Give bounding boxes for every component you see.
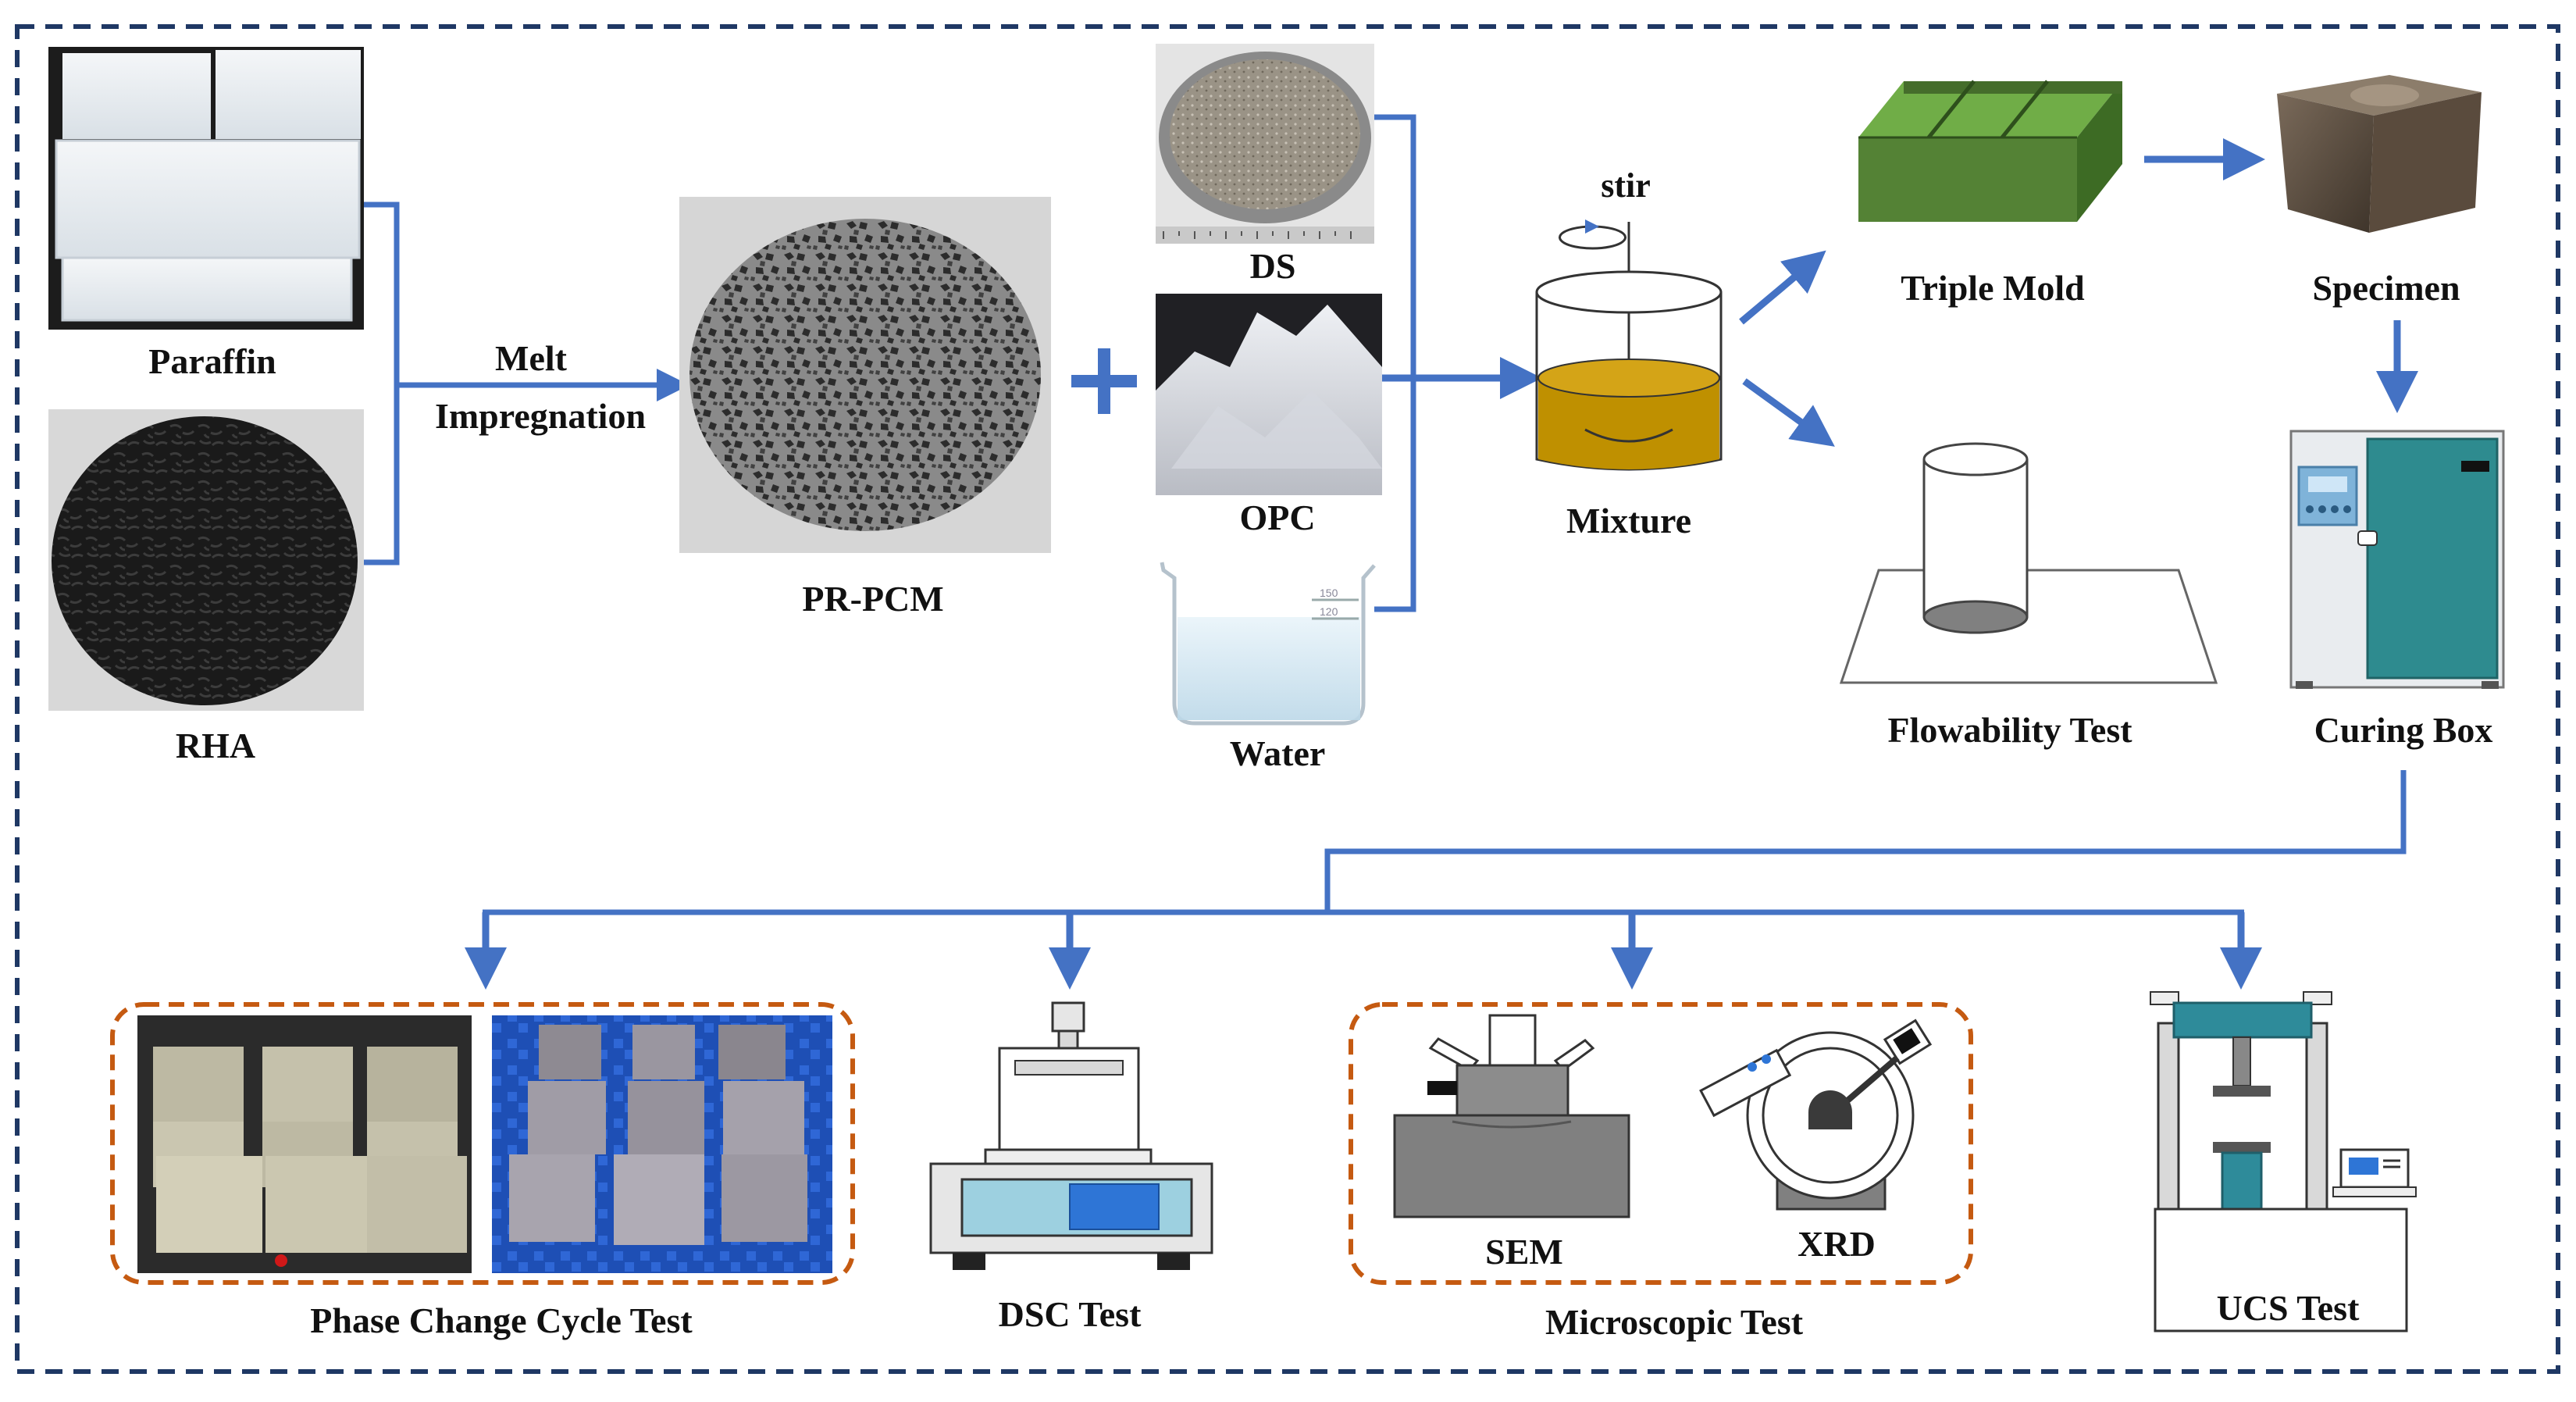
label-mixture: Mixture xyxy=(1566,501,1692,540)
xrd-instrument-icon xyxy=(1699,1019,1933,1211)
mixture-container xyxy=(1535,219,1723,471)
arrow-mixture-to-mold xyxy=(1739,250,1826,325)
label-stir: stir xyxy=(1601,166,1651,205)
phase-change-photo-right xyxy=(492,1015,832,1273)
specimen-photo xyxy=(2277,75,2482,233)
label-xrd: XRD xyxy=(1797,1224,1876,1264)
beaker-mark-150: 150 xyxy=(1320,587,1338,599)
opc-photo xyxy=(1156,294,1382,495)
bracket-paraffin-rha xyxy=(364,202,400,565)
label-rha: RHA xyxy=(175,726,256,765)
label-specimen: Specimen xyxy=(2312,268,2460,308)
water-beaker: 150 120 xyxy=(1160,562,1376,726)
plus-icon xyxy=(1071,348,1137,414)
rha-photo xyxy=(48,409,364,711)
microscopic-group-frame xyxy=(1349,1002,1973,1285)
connector-curing-to-tests xyxy=(1324,770,2407,912)
sem-instrument-icon xyxy=(1393,1014,1630,1218)
label-dsc-test: DSC Test xyxy=(998,1294,1142,1334)
label-triple-mold: Triple Mold xyxy=(1901,268,2085,308)
beaker-mark-120: 120 xyxy=(1320,605,1338,618)
label-paraffin: Paraffin xyxy=(148,341,276,381)
label-prpcm: PR-PCM xyxy=(802,579,944,619)
label-opc: OPC xyxy=(1239,498,1316,537)
label-melt: Melt xyxy=(495,338,567,378)
label-phase-change-cycle-test: Phase Change Cycle Test xyxy=(310,1300,693,1340)
flowability-test-icon xyxy=(1839,442,2218,684)
phase-change-group-frame xyxy=(110,1002,855,1285)
ucs-machine-icon xyxy=(2150,991,2417,1332)
dsc-instrument-icon xyxy=(929,1001,1213,1270)
prpcm-photo xyxy=(679,197,1051,553)
arrow-mixture-to-flowability xyxy=(1742,378,1835,447)
outer-frame xyxy=(15,24,2560,1374)
phase-change-photo-left xyxy=(137,1015,472,1273)
ds-photo xyxy=(1156,44,1374,244)
label-flowability-test: Flowability Test xyxy=(1887,710,2132,750)
label-ds: DS xyxy=(1249,246,1296,286)
label-microscopic-test: Microscopic Test xyxy=(1545,1302,1804,1342)
triple-mold-icon xyxy=(1858,80,2122,222)
label-curing-box: Curing Box xyxy=(2314,710,2493,750)
bracket-ds-water xyxy=(1374,114,1416,612)
label-impregnation: Impregnation xyxy=(434,396,647,436)
label-water: Water xyxy=(1229,733,1326,773)
label-sem: SEM xyxy=(1485,1232,1563,1272)
paraffin-photo xyxy=(48,47,364,330)
label-ucs-test: UCS Test xyxy=(2216,1288,2360,1328)
curing-box-icon xyxy=(2289,430,2505,689)
